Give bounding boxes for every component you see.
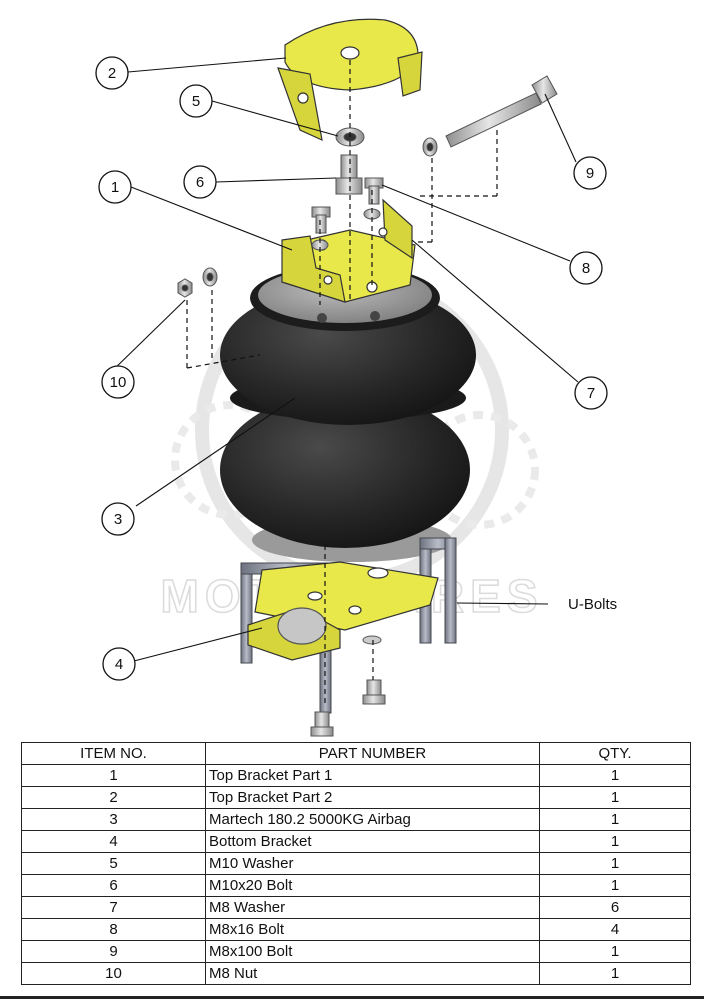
bom-qty: 1: [539, 874, 691, 897]
svg-text:2: 2: [108, 65, 116, 82]
bom-qty: 4: [539, 918, 691, 941]
bom-item: 8: [21, 918, 206, 941]
callout-1: 1: [98, 170, 132, 204]
bom-part: M8 Nut: [205, 962, 540, 985]
bom-item: 7: [21, 896, 206, 919]
callout-4: 4: [102, 647, 136, 681]
svg-text:9: 9: [586, 165, 594, 182]
bom-item: 6: [21, 874, 206, 897]
bom-qty: 1: [539, 962, 691, 985]
bill-of-materials-table: ITEM NO. PART NUMBER QTY. 1 Top Bracket …: [21, 742, 691, 985]
bottom-bolts: [310, 635, 386, 737]
svg-text:5: 5: [192, 93, 200, 110]
bom-item: 2: [21, 786, 206, 809]
bom-qty: 1: [539, 764, 691, 787]
top-bracket-part-1: [281, 198, 416, 303]
bom-row: 8 M8x16 Bolt 4: [21, 918, 691, 941]
bom-header-qty: QTY.: [539, 742, 691, 765]
callout-10: 10: [101, 365, 135, 399]
bom-part: M10x20 Bolt: [205, 874, 540, 897]
bom-qty: 1: [539, 808, 691, 831]
svg-text:6: 6: [196, 174, 204, 191]
bom-part: M10 Washer: [205, 852, 540, 875]
bom-item: 10: [21, 962, 206, 985]
bom-header-part: PART NUMBER: [205, 742, 540, 765]
bom-row: 1 Top Bracket Part 1 1: [21, 764, 691, 787]
top-bracket-part-2: [277, 18, 423, 142]
leader-lines: [108, 57, 579, 662]
svg-text:7: 7: [587, 385, 595, 402]
bom-row: 7 M8 Washer 6: [21, 896, 691, 919]
bom-qty: 1: [539, 830, 691, 853]
bom-header-item: ITEM NO.: [21, 742, 206, 765]
exploded-assembly-diagram: MOTOSPARES: [95, 18, 617, 737]
bom-row: 10 M8 Nut 1: [21, 962, 691, 985]
bom-part: M8 Washer: [205, 896, 540, 919]
callout-6: 6: [183, 165, 217, 199]
bom-part: Top Bracket Part 2: [205, 786, 540, 809]
bom-row: 3 Martech 180.2 5000KG Airbag 1: [21, 808, 691, 831]
svg-text:1: 1: [111, 179, 119, 196]
bom-row: 9 M8x100 Bolt 1: [21, 940, 691, 963]
m8x16-bolts: [311, 177, 384, 234]
bom-part: M8x16 Bolt: [205, 918, 540, 941]
callout-8: 8: [569, 251, 603, 285]
m8x100-bolt: [445, 75, 558, 148]
svg-text:8: 8: [582, 260, 590, 277]
bom-qty: 6: [539, 896, 691, 919]
m10x20-bolt: [335, 154, 363, 195]
bom-item: 5: [21, 852, 206, 875]
bom-part: M8x100 Bolt: [205, 940, 540, 963]
callout-7: 7: [574, 376, 608, 410]
bom-row: 4 Bottom Bracket 1: [21, 830, 691, 853]
bom-qty: 1: [539, 940, 691, 963]
bom-row: 5 M10 Washer 1: [21, 852, 691, 875]
bom-item: 4: [21, 830, 206, 853]
callout-9: 9: [573, 156, 607, 190]
svg-text:3: 3: [114, 511, 122, 528]
bom-header-row: ITEM NO. PART NUMBER QTY.: [21, 742, 691, 765]
bom-qty: 1: [539, 786, 691, 809]
bom-qty: 1: [539, 852, 691, 875]
m8-nut: [177, 278, 193, 298]
callout-2: 2: [95, 56, 129, 90]
bom-part: Bottom Bracket: [205, 830, 540, 853]
callout-5: 5: [179, 84, 213, 118]
bom-item: 3: [21, 808, 206, 831]
callout-3: 3: [101, 502, 135, 536]
bottom-bracket: [247, 561, 439, 661]
bom-part: Martech 180.2 5000KG Airbag: [205, 808, 540, 831]
u-bolts-label: U-Bolts: [568, 596, 617, 613]
assembly-lines: [186, 60, 498, 705]
bottom-rule: [0, 996, 704, 999]
bom-item: 1: [21, 764, 206, 787]
bom-row: 6 M10x20 Bolt 1: [21, 874, 691, 897]
svg-text:4: 4: [115, 656, 123, 673]
svg-text:10: 10: [110, 374, 127, 391]
bom-row: 2 Top Bracket Part 2 1: [21, 786, 691, 809]
bom-item: 9: [21, 940, 206, 963]
bom-part: Top Bracket Part 1: [205, 764, 540, 787]
